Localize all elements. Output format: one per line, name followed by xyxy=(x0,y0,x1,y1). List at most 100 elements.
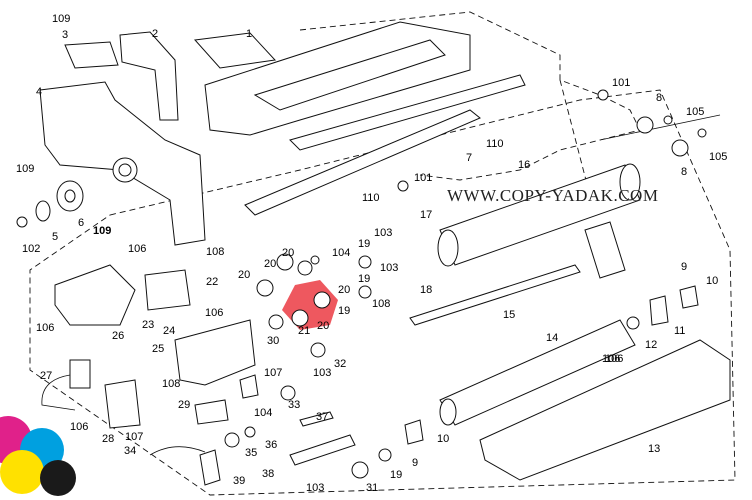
callout: 20 xyxy=(264,258,276,270)
bracket-23 xyxy=(144,269,191,311)
gear-35 xyxy=(224,432,240,448)
callout: 19 xyxy=(358,238,370,250)
callout: 106 xyxy=(205,307,223,319)
callout-labels: 109 3 2 1 4 109 6 5 102 109 110 110 7 10… xyxy=(16,13,727,494)
callout: 109 xyxy=(52,13,70,25)
callout: 11 xyxy=(674,325,685,337)
callout: 20 xyxy=(338,284,350,296)
callout: 26 xyxy=(112,330,124,342)
callout: 23 xyxy=(142,319,154,331)
callout: 37 xyxy=(316,411,328,423)
bracket-9a xyxy=(679,285,699,309)
bracket-39 xyxy=(199,449,221,486)
bushing-19d xyxy=(378,448,392,462)
bushing-8b xyxy=(671,139,689,157)
callout: 109 xyxy=(16,163,34,175)
callout: 103 xyxy=(380,262,398,274)
callout: 106 xyxy=(36,322,54,334)
upper-assembly-outline xyxy=(299,11,641,181)
callout: 5 xyxy=(52,231,58,243)
gear-36 xyxy=(244,426,256,438)
callout: 106 xyxy=(70,421,88,433)
screw-105a xyxy=(663,115,673,125)
callout: 22 xyxy=(206,276,218,288)
bushing-19a xyxy=(358,255,372,269)
callout: 14 xyxy=(546,332,558,344)
highlighted-gear-cluster xyxy=(268,280,338,330)
callout: 35 xyxy=(245,447,257,459)
callout: 7 xyxy=(466,152,472,164)
guide-plate-7 xyxy=(244,109,481,216)
upper-roller-housing xyxy=(253,39,446,111)
callout: 109 xyxy=(93,225,111,237)
gear-21 xyxy=(268,314,284,330)
highlight-region xyxy=(282,280,338,330)
bushing-8a xyxy=(636,116,654,134)
callout: 101 xyxy=(612,77,630,89)
callout: 29 xyxy=(178,399,190,411)
washer-5 xyxy=(35,200,51,222)
gear-104a xyxy=(310,255,320,265)
tray-13 xyxy=(479,339,731,481)
callout: 28 xyxy=(102,433,114,445)
callout: 17 xyxy=(420,209,432,221)
callout: 107 xyxy=(125,431,143,443)
right-bracket xyxy=(584,221,626,279)
screw-102 xyxy=(16,216,28,228)
callout: 24 xyxy=(163,325,175,337)
bracket-2 xyxy=(119,31,179,121)
sheet-3 xyxy=(64,41,119,69)
callout: 110 xyxy=(362,192,380,204)
gear-31 xyxy=(351,461,369,479)
callout: 3 xyxy=(62,29,68,41)
roller-14-end xyxy=(439,398,457,426)
callout: 25 xyxy=(152,343,164,355)
callout: 104 xyxy=(254,407,272,419)
gear-33 xyxy=(280,385,296,401)
callout: 103 xyxy=(306,482,324,494)
callout: 2 xyxy=(152,28,158,40)
screw-101b xyxy=(397,180,409,192)
callout: 1 xyxy=(246,28,252,40)
shaft-15 xyxy=(409,264,581,326)
bracket-11 xyxy=(649,295,669,326)
callout: 9 xyxy=(681,261,687,273)
plate-25 xyxy=(174,319,256,386)
callout: 106 xyxy=(602,353,620,365)
callout: 4 xyxy=(36,86,42,98)
callout: 8 xyxy=(681,166,687,178)
callout: 13 xyxy=(648,443,660,455)
gear-20c xyxy=(276,253,294,271)
callout: 106 xyxy=(605,353,623,365)
shaft-16 xyxy=(599,114,721,141)
plate-1 xyxy=(193,32,277,69)
callout: 19 xyxy=(338,305,350,317)
callout: 20 xyxy=(238,269,250,281)
callout: 110 xyxy=(486,138,504,150)
gear-12 xyxy=(626,316,640,330)
callout: 31 xyxy=(366,482,378,494)
spring-37 xyxy=(299,411,334,427)
lever-107 xyxy=(239,374,259,399)
callout: 15 xyxy=(503,309,515,321)
bracket-28 xyxy=(104,379,141,429)
callout: 8 xyxy=(656,92,662,104)
roller-16-end xyxy=(619,163,641,201)
callout: 12 xyxy=(645,339,657,351)
callout: 19 xyxy=(358,273,370,285)
gear-6-hub xyxy=(64,189,76,203)
callout: 105 xyxy=(709,151,727,163)
callout: 20 xyxy=(282,247,294,259)
screw-105b xyxy=(697,128,707,138)
sensor-27 xyxy=(69,359,91,389)
screw-101a xyxy=(597,89,609,101)
callout: 10 xyxy=(437,433,449,445)
callout: 20 xyxy=(317,320,329,332)
gear-20a xyxy=(313,291,331,309)
callout: 101 xyxy=(414,172,432,184)
callout: 106 xyxy=(128,243,146,255)
bracket-9b xyxy=(404,419,424,445)
callout: 103 xyxy=(374,227,392,239)
callout: 38 xyxy=(262,468,274,480)
